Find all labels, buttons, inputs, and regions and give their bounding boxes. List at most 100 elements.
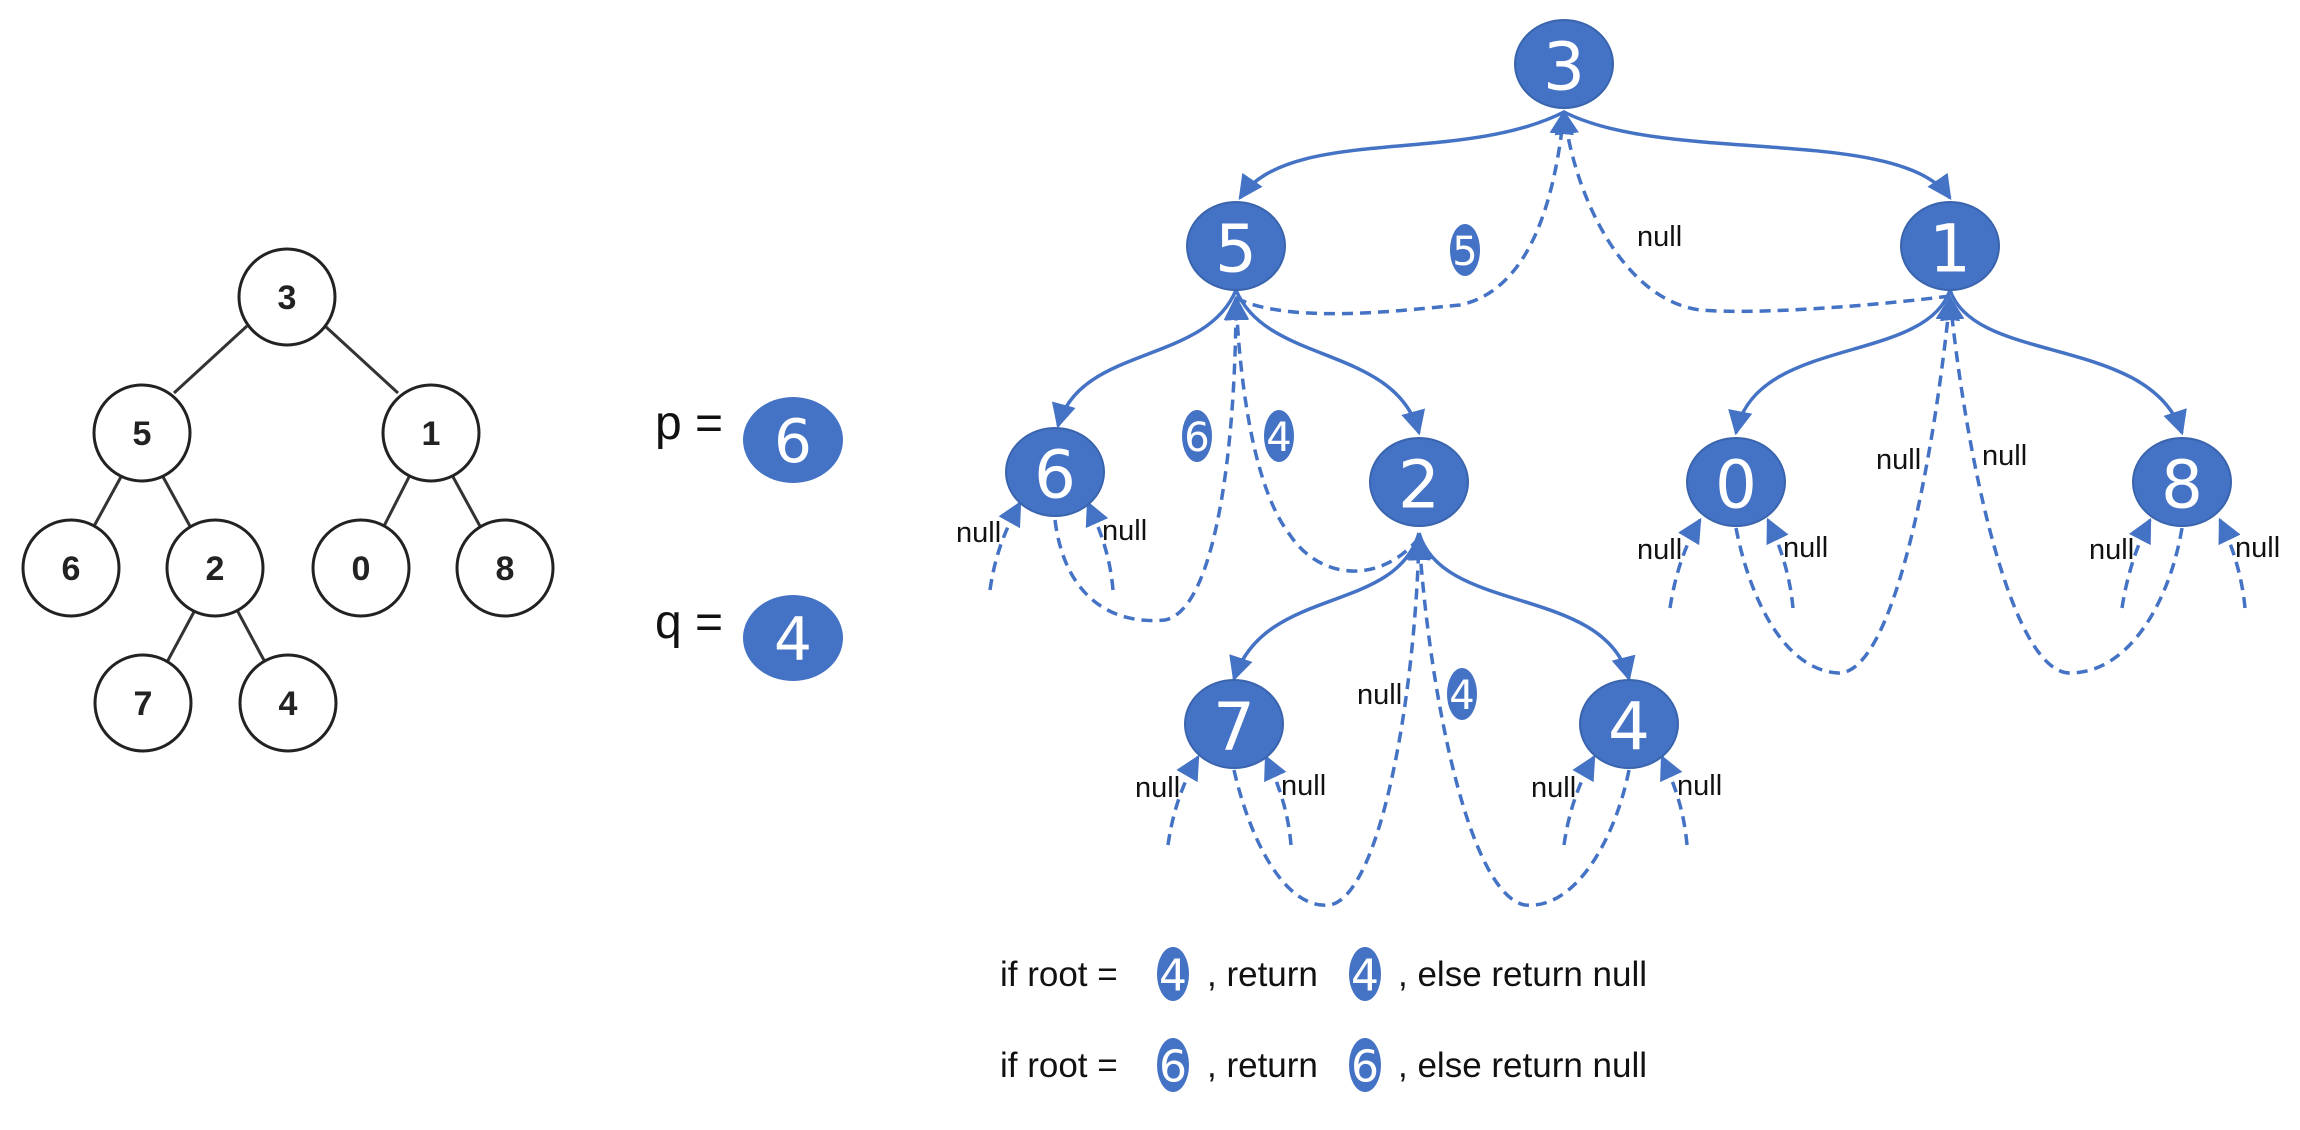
return-badge-label: 4 <box>1449 673 1474 719</box>
recursion-node-5: 5 <box>1186 201 1286 291</box>
plain-node-8: 8 <box>455 518 555 618</box>
plain-tree-edges <box>91 324 483 665</box>
return-badge-4-to-2: 4 <box>1447 668 1477 720</box>
rule-middle: , return <box>1207 1046 1318 1085</box>
recursion-node-label: 0 <box>1715 447 1757 524</box>
plain-edge-1-8 <box>450 474 483 529</box>
leaf-4-r-arrow <box>1660 754 1689 846</box>
plain-node-label: 3 <box>278 279 297 317</box>
rule-prefix: if root = <box>1000 1046 1118 1085</box>
rule-node-badge <box>1157 947 1189 1001</box>
return-edge-1-3 <box>1554 109 1951 314</box>
rule-suffix: , else return null <box>1398 955 1647 994</box>
leaf-8-l-arrow <box>2120 517 2152 609</box>
call-edge-2-7 <box>1229 532 1421 682</box>
leaf-6-l-arrow <box>988 500 1022 591</box>
recursion-node-label: 1 <box>1929 211 1971 288</box>
plain-node-0: 0 <box>311 518 411 618</box>
recursion-node-4: 4 <box>1579 679 1679 769</box>
plain-node-label: 7 <box>134 685 153 723</box>
leaf-0-r-arrow <box>1766 517 1795 609</box>
call-edge-5-2 <box>1234 289 1425 436</box>
leaf-null-0-left: null <box>1637 534 1682 566</box>
return-edge-2-5 <box>1224 295 1421 573</box>
leaf-null-0-right: null <box>1783 532 1828 564</box>
leaf-4-l-arrow <box>1562 754 1596 846</box>
recursion-node-label: 3 <box>1543 29 1585 106</box>
rule-node-badge <box>1157 1038 1189 1092</box>
rule-return-value: 4 <box>1351 951 1379 1002</box>
plain-node-4: 4 <box>238 653 338 753</box>
params: p = 6 q = 4 <box>655 397 843 681</box>
recursion-node-label: 5 <box>1215 211 1257 288</box>
q-value-badge <box>743 595 843 681</box>
return-null-7-to-2: null <box>1357 679 1402 711</box>
leaf-7-r-arrow <box>1264 754 1293 846</box>
recursion-node-3: 3 <box>1514 19 1614 109</box>
leaf-null-8-right: null <box>2235 532 2280 564</box>
plain-edge-5-2 <box>160 474 193 529</box>
p-value: 6 <box>774 407 812 477</box>
leaf-null-8-left: null <box>2089 534 2134 566</box>
q-label: q = <box>655 596 723 649</box>
plain-node-label: 6 <box>62 550 81 588</box>
recursion-node-2: 2 <box>1369 437 1469 527</box>
recursion-node-7: 7 <box>1184 679 1284 769</box>
recursion-node-label: 8 <box>2161 447 2203 524</box>
call-edge-3-1 <box>1563 110 1952 201</box>
return-badge-label: 4 <box>1266 415 1291 461</box>
recursion-tree: 3 5 1 6 2 0 8 7 4 5 6 4 4 null null null… <box>956 19 2280 907</box>
recursion-node-label: 2 <box>1398 447 1440 524</box>
plain-node-label: 5 <box>133 415 152 453</box>
plain-edge-2-7 <box>164 609 197 665</box>
plain-node-7: 7 <box>93 653 193 753</box>
return-null-1-to-3: null <box>1637 221 1682 253</box>
return-null-0-to-1: null <box>1876 444 1921 476</box>
rule-prefix: if root = <box>1000 955 1118 994</box>
call-edge-5-6 <box>1051 289 1238 429</box>
plain-node-2: 2 <box>165 518 265 618</box>
plain-node-6: 6 <box>21 518 121 618</box>
rule-suffix: , else return null <box>1398 1046 1647 1085</box>
plain-node-3: 3 <box>237 247 337 347</box>
rule-1: if root = 4 , return 4 , else return nul… <box>1000 947 1647 1002</box>
plain-node-5: 5 <box>92 383 192 483</box>
call-edge-2-4 <box>1417 532 1636 682</box>
return-edges <box>1053 109 2184 907</box>
plain-node-label: 1 <box>422 415 441 453</box>
leaf-6-r-arrow <box>1085 500 1115 591</box>
call-edges <box>1051 110 2187 682</box>
return-null-8-to-1: null <box>1982 440 2027 472</box>
leaf-null-4-right: null <box>1677 770 1722 802</box>
recursion-node-label: 7 <box>1213 689 1255 766</box>
return-edge-7-2 <box>1232 535 1431 907</box>
plain-edge-2-4 <box>235 609 268 665</box>
plain-node-1: 1 <box>381 383 481 483</box>
leaf-8-r-arrow <box>2218 517 2247 609</box>
leaf-null-4-left: null <box>1531 772 1576 804</box>
call-edge-3-5 <box>1238 110 1565 201</box>
recursion-node-8: 8 <box>2132 437 2232 527</box>
return-badge-label: 5 <box>1452 229 1477 275</box>
p-value-badge <box>743 397 843 483</box>
p-label: p = <box>655 397 723 450</box>
q-value: 4 <box>774 605 812 675</box>
plain-edge-1-0 <box>381 474 412 529</box>
rules: if root = 4 , return 4 , else return nul… <box>1000 947 1647 1093</box>
plain-node-label: 2 <box>206 550 225 588</box>
plain-edge-3-1 <box>323 324 400 395</box>
recursion-node-label: 6 <box>1034 437 1076 514</box>
leaf-null-7-right: null <box>1281 770 1326 802</box>
rule-return-value: 6 <box>1351 1042 1379 1093</box>
call-edge-1-0 <box>1728 289 1952 436</box>
return-badge-6-to-5: 6 <box>1182 410 1212 462</box>
call-edge-1-8 <box>1948 289 2187 436</box>
plain-node-label: 8 <box>496 550 515 588</box>
recursion-node-1: 1 <box>1900 201 2000 291</box>
return-edge-4-2 <box>1408 535 1631 907</box>
plain-node-label: 0 <box>352 550 371 588</box>
leaf-null-6-right: null <box>1102 515 1147 547</box>
plain-node-label: 4 <box>279 685 298 723</box>
rule-node-value: 6 <box>1159 1042 1187 1093</box>
